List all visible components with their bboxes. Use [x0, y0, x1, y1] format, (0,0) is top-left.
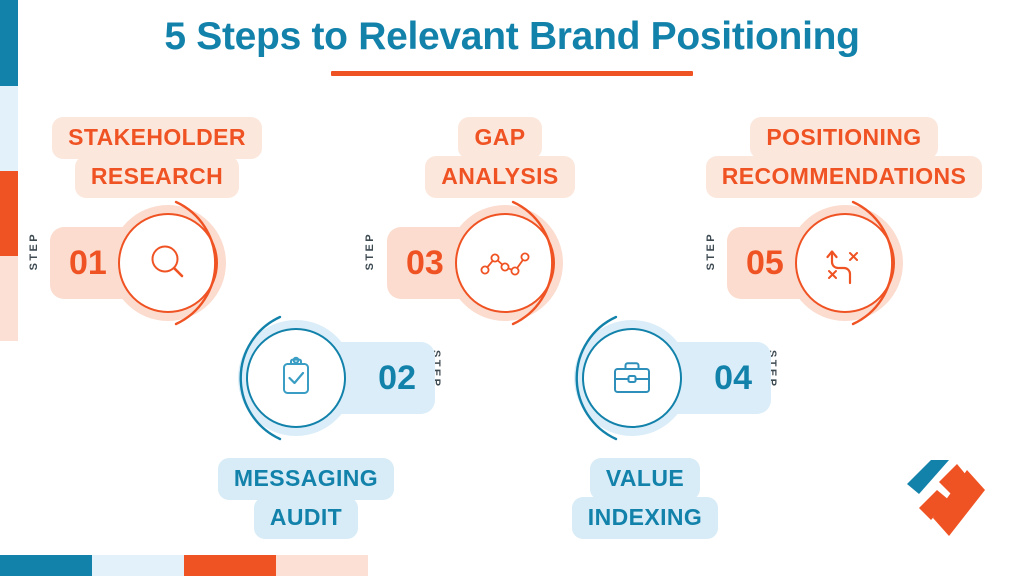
step-05-arc	[851, 200, 894, 326]
title-block: 5 Steps to Relevant Brand Positioning	[0, 15, 1024, 59]
magnifier-icon	[151, 245, 184, 278]
left-bar-segment-2	[0, 86, 18, 171]
step-01-icon-holder	[143, 238, 193, 288]
step-05-ring	[795, 213, 895, 313]
step-03-step-word: STEP	[364, 232, 376, 271]
step-03-icon-holder	[478, 238, 532, 288]
step-04-label-line-1: VALUE	[589, 458, 701, 500]
step-01-number: 01	[69, 243, 107, 282]
strategy-path-icon	[826, 250, 858, 285]
step-05-number: 05	[746, 243, 784, 282]
step-04-label: VALUE INDEXING	[560, 458, 730, 539]
step-02-icon-holder	[271, 353, 321, 403]
step-03-number: 03	[406, 243, 444, 282]
step-02-arc	[239, 315, 282, 441]
step-05-label-line-2: RECOMMENDATIONS	[705, 156, 983, 198]
left-color-bar	[0, 0, 18, 341]
step-02-label-line-2: AUDIT	[253, 497, 359, 539]
step-04-number: 04	[714, 358, 752, 397]
briefcase-icon	[614, 362, 650, 393]
step-01-label: STAKEHOLDER RESEARCH	[43, 117, 271, 198]
bottom-bar-segment-1	[0, 555, 92, 576]
step-01-ring	[118, 213, 218, 313]
clipboard-check-icon	[283, 356, 309, 394]
left-bar-segment-1	[0, 0, 18, 86]
step-04-label-line-2: INDEXING	[571, 497, 719, 539]
step-02-ring	[246, 328, 346, 428]
bottom-bar-segment-2	[92, 555, 184, 576]
step-02-label-line-1: MESSAGING	[217, 458, 395, 500]
step-05-step-word: STEP	[705, 232, 717, 271]
step-03-arc	[511, 200, 554, 326]
line-chart-icon	[480, 252, 530, 276]
step-03-label-line-2: ANALYSIS	[425, 156, 575, 198]
left-bar-segment-3	[0, 171, 18, 256]
step-03-label: GAP ANALYSIS	[418, 117, 582, 198]
bottom-color-bar	[0, 555, 368, 576]
step-05-label: POSITIONING RECOMMENDATIONS	[684, 117, 1004, 198]
brand-logo[interactable]	[903, 452, 989, 540]
step-01-arc	[174, 200, 217, 326]
step-03-label-line-1: GAP	[458, 117, 542, 159]
brand-logo-icon	[907, 460, 985, 536]
left-bar-segment-4	[0, 256, 18, 341]
step-01-label-line-2: RESEARCH	[74, 156, 240, 198]
title-underline	[331, 71, 693, 76]
bottom-bar-segment-4	[276, 555, 368, 576]
step-02-label: MESSAGING AUDIT	[208, 458, 404, 539]
step-04-icon-holder	[607, 355, 657, 401]
page-title: 5 Steps to Relevant Brand Positioning	[164, 15, 860, 58]
step-04-arc	[575, 315, 618, 441]
step-05-label-line-1: POSITIONING	[750, 117, 938, 159]
step-02-number: 02	[378, 358, 416, 397]
bottom-bar-segment-3	[184, 555, 276, 576]
step-05-icon-holder	[818, 236, 872, 290]
step-01-label-line-1: STAKEHOLDER	[52, 117, 262, 159]
step-01-step-word: STEP	[28, 232, 40, 271]
